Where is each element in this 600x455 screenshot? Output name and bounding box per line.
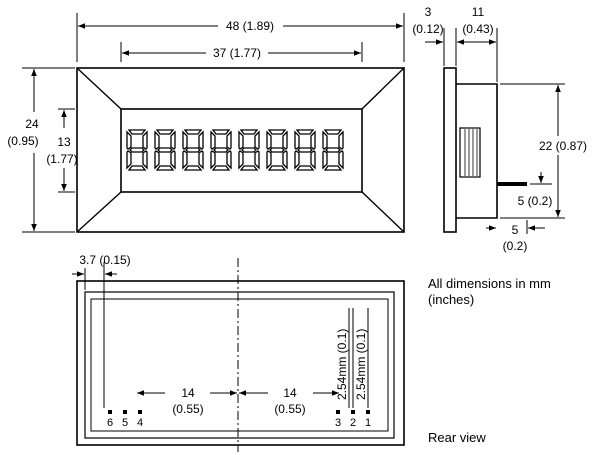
digit-4 (210, 129, 232, 171)
rear-outline (76, 280, 405, 446)
left-spacing-mm: 14 (181, 386, 195, 400)
digit-5 (238, 129, 260, 171)
digit-2 (154, 129, 176, 171)
pin-6-label: 6 (107, 417, 113, 429)
pin-pitch-label-2: 2.54mm (0.1) (354, 329, 368, 400)
digit-7 (294, 129, 316, 171)
front-height-dimension: 24 (0.95) (7, 67, 75, 233)
pin-length-dimension: 5 (0.2) (518, 172, 553, 208)
pin-1-label: 1 (365, 417, 371, 429)
bezel-thickness-mm: 3 (425, 5, 432, 19)
side-bezel (443, 67, 457, 233)
front-view: 48 (1.89) 37 (1.77) 24 (0.95) 13 (1.77) (7, 13, 405, 233)
pin-2-label: 2 (350, 417, 356, 429)
body-depth-dimension: 11 (0.43) (457, 5, 498, 82)
front-width-label: 48 (1.89) (226, 19, 274, 33)
window-height-mm: 13 (57, 135, 71, 149)
connector-hatching (464, 129, 478, 176)
left-spacing-in: (0.55) (172, 402, 203, 416)
pin-4-label: 4 (137, 417, 143, 429)
digit-3 (182, 129, 204, 171)
bezel-thickness-in: (0.12) (412, 22, 443, 36)
digit-8 (322, 129, 344, 171)
body-depth-mm: 11 (472, 5, 485, 19)
pin-3 (336, 410, 340, 414)
pin-offset-mm: 5 (512, 223, 519, 237)
body-height-dimension: 22 (0.87) (500, 83, 587, 219)
rear-view-caption: Rear view (428, 430, 486, 445)
front-height-in: (0.95) (7, 134, 38, 148)
rear-inner-recess (90, 298, 389, 432)
pin-4 (138, 410, 142, 414)
front-bezel-outline (76, 67, 405, 233)
window-height-in: (1.77) (46, 152, 77, 166)
window-height-dimension: 13 (1.77) (46, 108, 78, 193)
edge-offset-label: 3.7 (0.15) (79, 253, 130, 267)
pin-3-label: 3 (335, 417, 341, 429)
side-body (456, 83, 498, 219)
front-width-dimension: 48 (1.89) (76, 13, 405, 62)
pin-offset-dimension: 5 (0.2) (486, 220, 545, 253)
window-width-dimension: 37 (1.77) (120, 42, 363, 62)
body-height-label: 22 (0.87) (539, 139, 587, 153)
pin-5 (123, 410, 127, 414)
pin-1 (366, 410, 370, 414)
rear-view: 3.7 (0.15) 2.54mm (0.1) 2.54mm (0.1) 14 … (72, 253, 405, 452)
edge-offset-dimension: 3.7 (0.15) (72, 253, 131, 408)
digit-6 (266, 129, 288, 171)
pin-offset-in: (0.2) (503, 239, 528, 253)
pin-pitch-dimension: 2.54mm (0.1) 2.54mm (0.1) (335, 308, 369, 408)
pin-6 (108, 410, 112, 414)
side-connector-block (459, 127, 481, 178)
units-note-line1: All dimensions in mm (428, 276, 551, 291)
digit-1 (126, 129, 148, 171)
pin-length-label: 5 (0.2) (518, 194, 553, 208)
pin-5-label: 5 (122, 417, 128, 429)
bezel-bevel-lines (76, 67, 405, 233)
side-pin (497, 182, 527, 186)
pin-pitch-label-1: 2.54mm (0.1) (335, 329, 349, 400)
bezel-thickness-dimension: 3 (0.12) (412, 5, 457, 66)
front-height-mm: 24 (25, 117, 39, 131)
seven-segment-display (126, 129, 344, 171)
left-pin-spacing-dimension: 14 (0.55) (137, 386, 237, 416)
window-width-label: 37 (1.77) (213, 46, 261, 60)
pin-2 (351, 410, 355, 414)
units-note-line2: (inches) (428, 292, 474, 307)
side-view: 3 (0.12) 11 (0.43) 22 (0.87) 5 (0.2) (412, 5, 587, 253)
right-pin-spacing-dimension: 14 (0.55) (239, 386, 339, 416)
rear-pins: 6 5 4 3 2 1 (107, 410, 371, 429)
display-window (120, 108, 363, 193)
right-spacing-in: (0.55) (274, 402, 305, 416)
right-spacing-mm: 14 (283, 386, 297, 400)
body-depth-in: (0.43) (462, 22, 493, 36)
rear-inner-panel (84, 291, 395, 439)
